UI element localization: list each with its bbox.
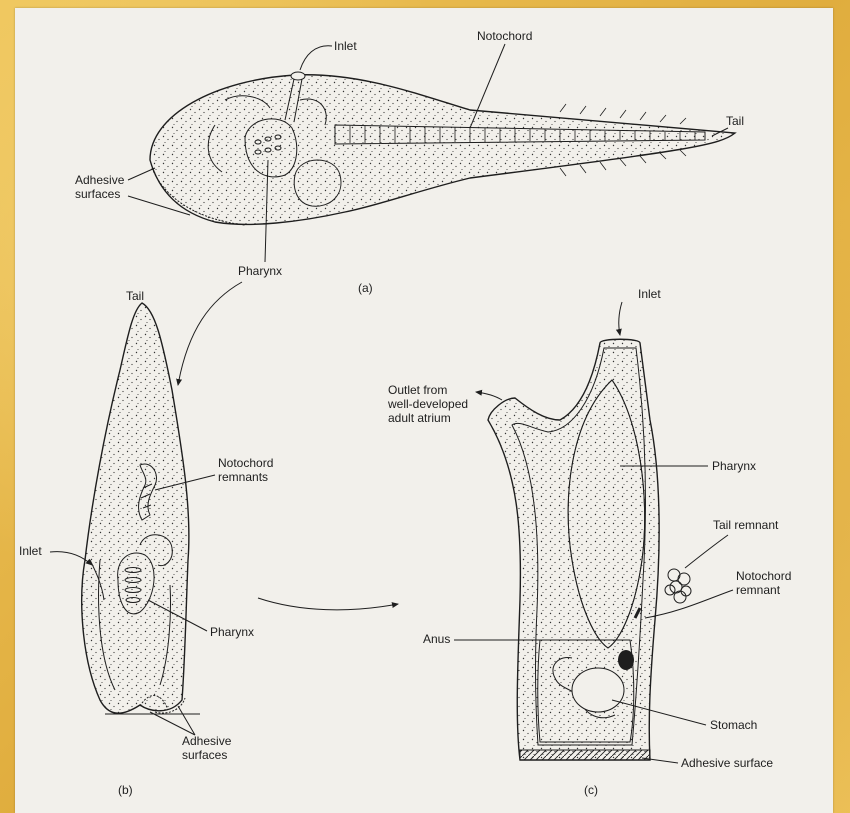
panel-b-metamorphosis: Tail Notochord remnants Inlet Pharynx Ad… (19, 289, 273, 797)
label-adhesive-c: Adhesive surface (681, 756, 773, 770)
panel-label-a: (a) (358, 281, 373, 295)
label-notochord-a: Notochord (477, 29, 532, 43)
label-inlet-a: Inlet (334, 39, 357, 53)
label-stomach-c: Stomach (710, 718, 757, 732)
panel-label-c: (c) (584, 783, 598, 797)
gut-c (572, 668, 624, 712)
leader-outlet-c (476, 392, 502, 400)
panel-a-larva: Inlet Notochord Tail Adhesive surfaces P… (75, 29, 744, 295)
metamorphosis-body (82, 303, 189, 713)
label-adhesive-a-2: surfaces (75, 187, 120, 201)
tail-remnant-c (665, 569, 691, 603)
panel-label-b: (b) (118, 783, 133, 797)
label-notochord-b-2: remnants (218, 470, 268, 484)
label-outlet-c-1: Outlet from (388, 383, 447, 397)
label-adhesive-b-1: Adhesive (182, 734, 232, 748)
dark-organ-c (618, 650, 634, 670)
larva-body (150, 75, 735, 225)
adhesive-surface-c (520, 750, 650, 760)
panel-c-adult: Inlet Outlet from well-developed adult a… (387, 287, 791, 797)
label-anus-c: Anus (423, 632, 450, 646)
label-pharynx-b: Pharynx (210, 625, 254, 639)
label-tail-remnant-c: Tail remnant (713, 518, 779, 532)
arrow-a-to-b (178, 282, 242, 385)
leader-notochord-c (645, 590, 733, 618)
label-outlet-c-2: well-developed (387, 397, 468, 411)
leader-inlet-c (619, 302, 622, 335)
arrow-b-to-c (258, 598, 398, 610)
label-pharynx-a: Pharynx (238, 264, 282, 278)
label-notochord-c-2: remnant (736, 583, 781, 597)
label-notochord-c-1: Notochord (736, 569, 791, 583)
label-outlet-c-3: adult atrium (388, 411, 451, 425)
inlet-siphon-a (291, 72, 305, 80)
label-tail-b: Tail (126, 289, 144, 303)
label-adhesive-a-1: Adhesive (75, 173, 125, 187)
label-notochord-b-1: Notochord (218, 456, 273, 470)
label-inlet-b: Inlet (19, 544, 42, 558)
label-tail-a: Tail (726, 114, 744, 128)
label-inlet-c: Inlet (638, 287, 661, 301)
label-adhesive-b-2: surfaces (182, 748, 227, 762)
leader-tail-remnant-c (685, 535, 728, 568)
leader-inlet-a (300, 46, 332, 70)
label-pharynx-c: Pharynx (712, 459, 756, 473)
